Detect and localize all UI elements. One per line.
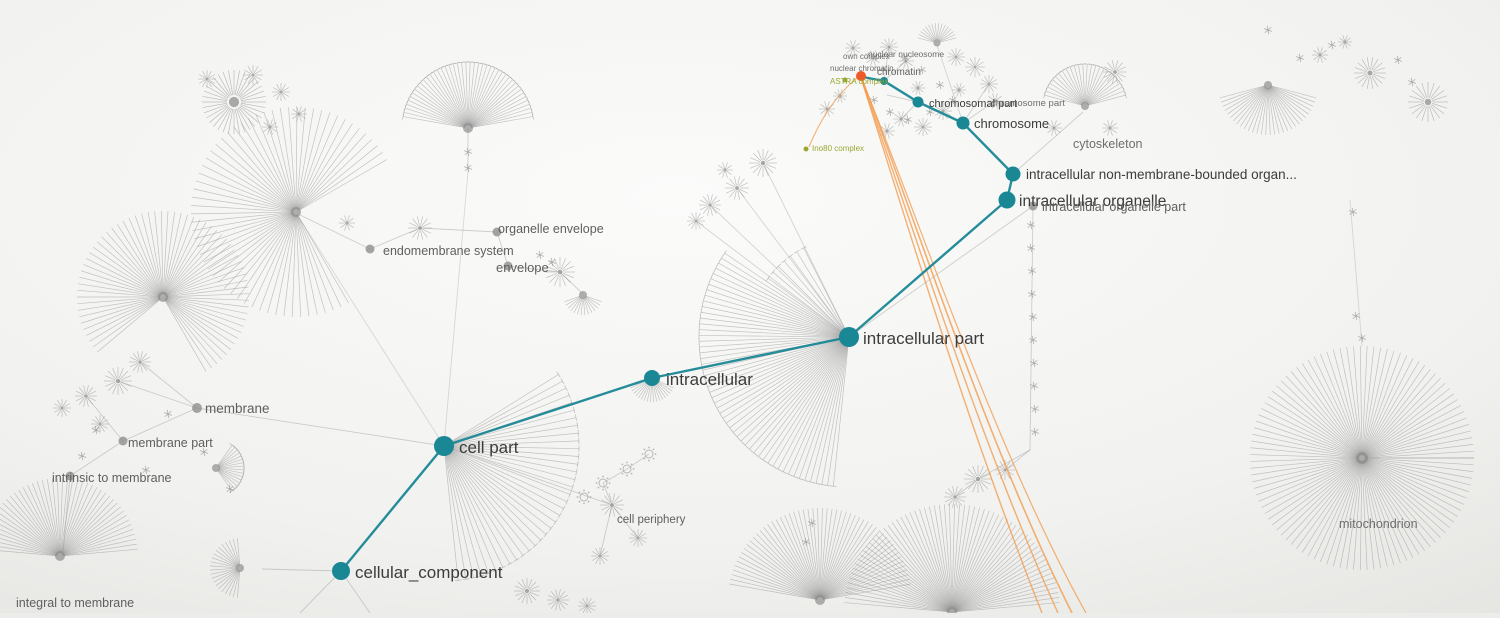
gray-node[interactable]	[119, 437, 128, 446]
node-chromosome[interactable]	[957, 117, 970, 130]
cluster-burst	[514, 578, 540, 604]
node-intracellular_nmb[interactable]	[1006, 167, 1021, 182]
node-intracellular_part[interactable]	[839, 327, 859, 347]
gray-node[interactable]	[366, 245, 375, 254]
label-cellular_component[interactable]: cellular_component	[355, 563, 503, 582]
term-label[interactable]: intracellular organelle part	[1042, 200, 1186, 214]
term-label[interactable]: cytoskeleton	[1073, 137, 1143, 151]
label-intracellular_part[interactable]: intracellular part	[863, 329, 984, 348]
term-label[interactable]: cell periphery	[617, 514, 686, 526]
term-label: nuclear nucleosome	[868, 49, 944, 59]
term-label[interactable]: integral to membrane	[16, 596, 134, 610]
search-hit-node[interactable]	[804, 147, 809, 152]
node-chromosomal_part[interactable]	[913, 97, 924, 108]
term-label[interactable]: Ino80 complex	[812, 144, 864, 153]
label-intracellular_nmb[interactable]: intracellular non-membrane-bounded organ…	[1026, 167, 1297, 182]
term-label[interactable]: endomembrane system	[383, 244, 514, 258]
label-intracellular[interactable]: intracellular	[666, 370, 753, 389]
node-intracellular_organelle[interactable]	[999, 192, 1016, 209]
label-cell_part[interactable]: cell part	[459, 438, 519, 457]
node-cellular_component[interactable]	[332, 562, 350, 580]
term-label[interactable]: envelope	[496, 260, 549, 275]
term-label[interactable]: ASTRA complex	[830, 77, 888, 86]
term-label[interactable]: intrinsic to membrane	[52, 471, 172, 485]
gray-node[interactable]	[192, 403, 202, 413]
term-label[interactable]: mitochondrion	[1339, 517, 1418, 531]
term-label[interactable]: chromosome part	[991, 98, 1065, 109]
term-label[interactable]: membrane	[205, 401, 270, 416]
node-intracellular[interactable]	[644, 370, 660, 386]
term-label[interactable]: organelle envelope	[498, 222, 604, 236]
term-label[interactable]: membrane part	[128, 436, 213, 450]
node-cell_part[interactable]	[434, 436, 454, 456]
label-chromosome[interactable]: chromosome	[974, 116, 1049, 131]
